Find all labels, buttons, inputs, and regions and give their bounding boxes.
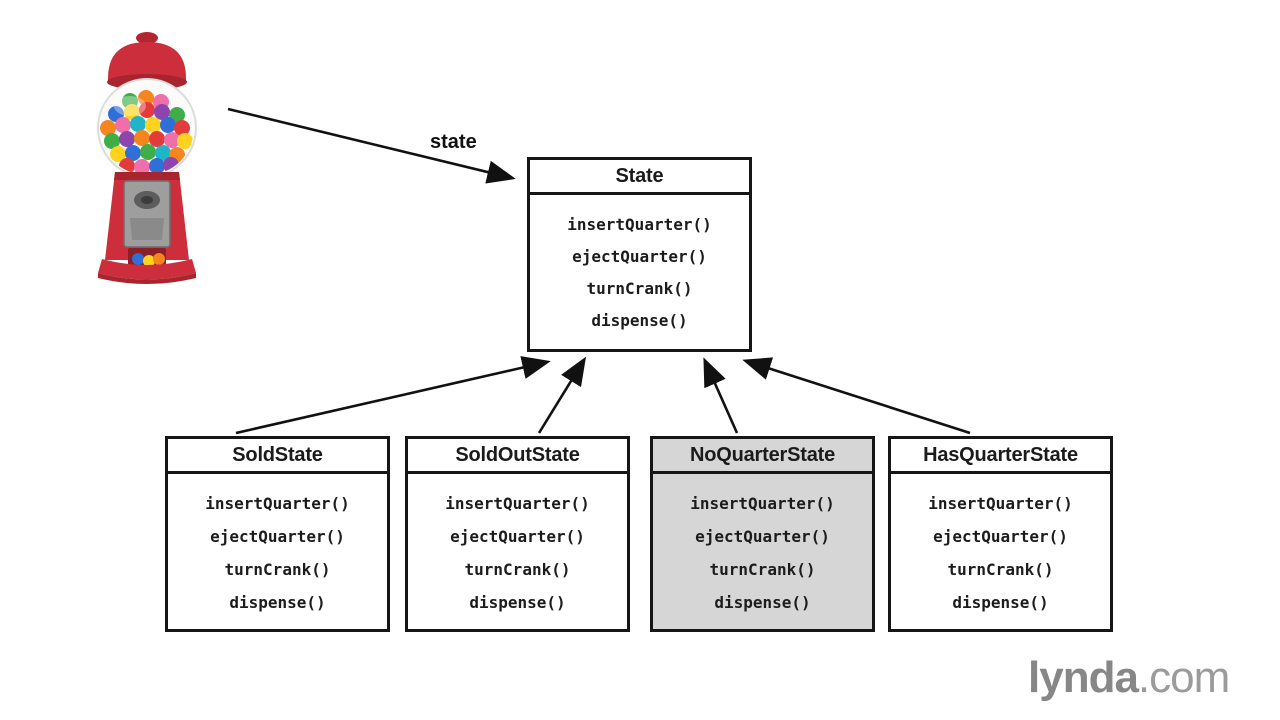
inheritance-arrow-hasquarterstate [742, 357, 971, 435]
class-box-soldstate: SoldState insertQuarter() ejectQuarter()… [165, 436, 390, 632]
lynda-logo-suffix: .com [1137, 653, 1230, 702]
class-method: dispense() [469, 593, 566, 612]
inheritance-arrow-soldstate [235, 356, 551, 435]
class-method: ejectQuarter() [695, 527, 830, 546]
class-method: ejectQuarter() [572, 247, 707, 266]
class-title-hasquarterstate: HasQuarterState [891, 439, 1110, 474]
class-methods-state: insertQuarter() ejectQuarter() turnCrank… [530, 195, 749, 337]
class-method: dispense() [714, 593, 811, 612]
class-method: insertQuarter() [567, 215, 712, 234]
class-box-soldoutstate: SoldOutState insertQuarter() ejectQuarte… [405, 436, 630, 632]
inheritance-arrow-noquarterstate [703, 357, 739, 434]
association-label-state: state [430, 131, 477, 153]
class-title-soldstate: SoldState [168, 439, 387, 474]
class-method: insertQuarter() [928, 494, 1073, 513]
class-method: insertQuarter() [205, 494, 350, 513]
lynda-logo: lynda.com [1028, 653, 1230, 702]
class-method: turnCrank() [709, 560, 816, 579]
class-method: dispense() [952, 593, 1049, 612]
class-method: insertQuarter() [445, 494, 590, 513]
gumball-machine-image [97, 32, 197, 284]
class-method: ejectQuarter() [210, 527, 345, 546]
class-method: turnCrank() [224, 560, 331, 579]
class-method: dispense() [591, 311, 688, 330]
class-title-soldoutstate: SoldOutState [408, 439, 627, 474]
inheritance-arrow-soldoutstate [537, 356, 587, 434]
class-title-state: State [530, 160, 749, 195]
class-method: ejectQuarter() [450, 527, 585, 546]
class-method: turnCrank() [464, 560, 571, 579]
class-methods-hasquarterstate: insertQuarter() ejectQuarter() turnCrank… [891, 474, 1110, 619]
class-method: turnCrank() [947, 560, 1054, 579]
class-methods-soldoutstate: insertQuarter() ejectQuarter() turnCrank… [408, 474, 627, 619]
class-box-noquarterstate: NoQuarterState insertQuarter() ejectQuar… [650, 436, 875, 632]
class-methods-noquarterstate: insertQuarter() ejectQuarter() turnCrank… [653, 474, 872, 619]
association-arrow-state [227, 107, 516, 184]
lynda-logo-primary: lynda [1028, 653, 1139, 702]
class-methods-soldstate: insertQuarter() ejectQuarter() turnCrank… [168, 474, 387, 619]
class-method: ejectQuarter() [933, 527, 1068, 546]
class-method: insertQuarter() [690, 494, 835, 513]
class-method: turnCrank() [586, 279, 693, 298]
class-title-noquarterstate: NoQuarterState [653, 439, 872, 474]
class-method: dispense() [229, 593, 326, 612]
class-box-state: State insertQuarter() ejectQuarter() tur… [527, 157, 752, 352]
class-box-hasquarterstate: HasQuarterState insertQuarter() ejectQua… [888, 436, 1113, 632]
